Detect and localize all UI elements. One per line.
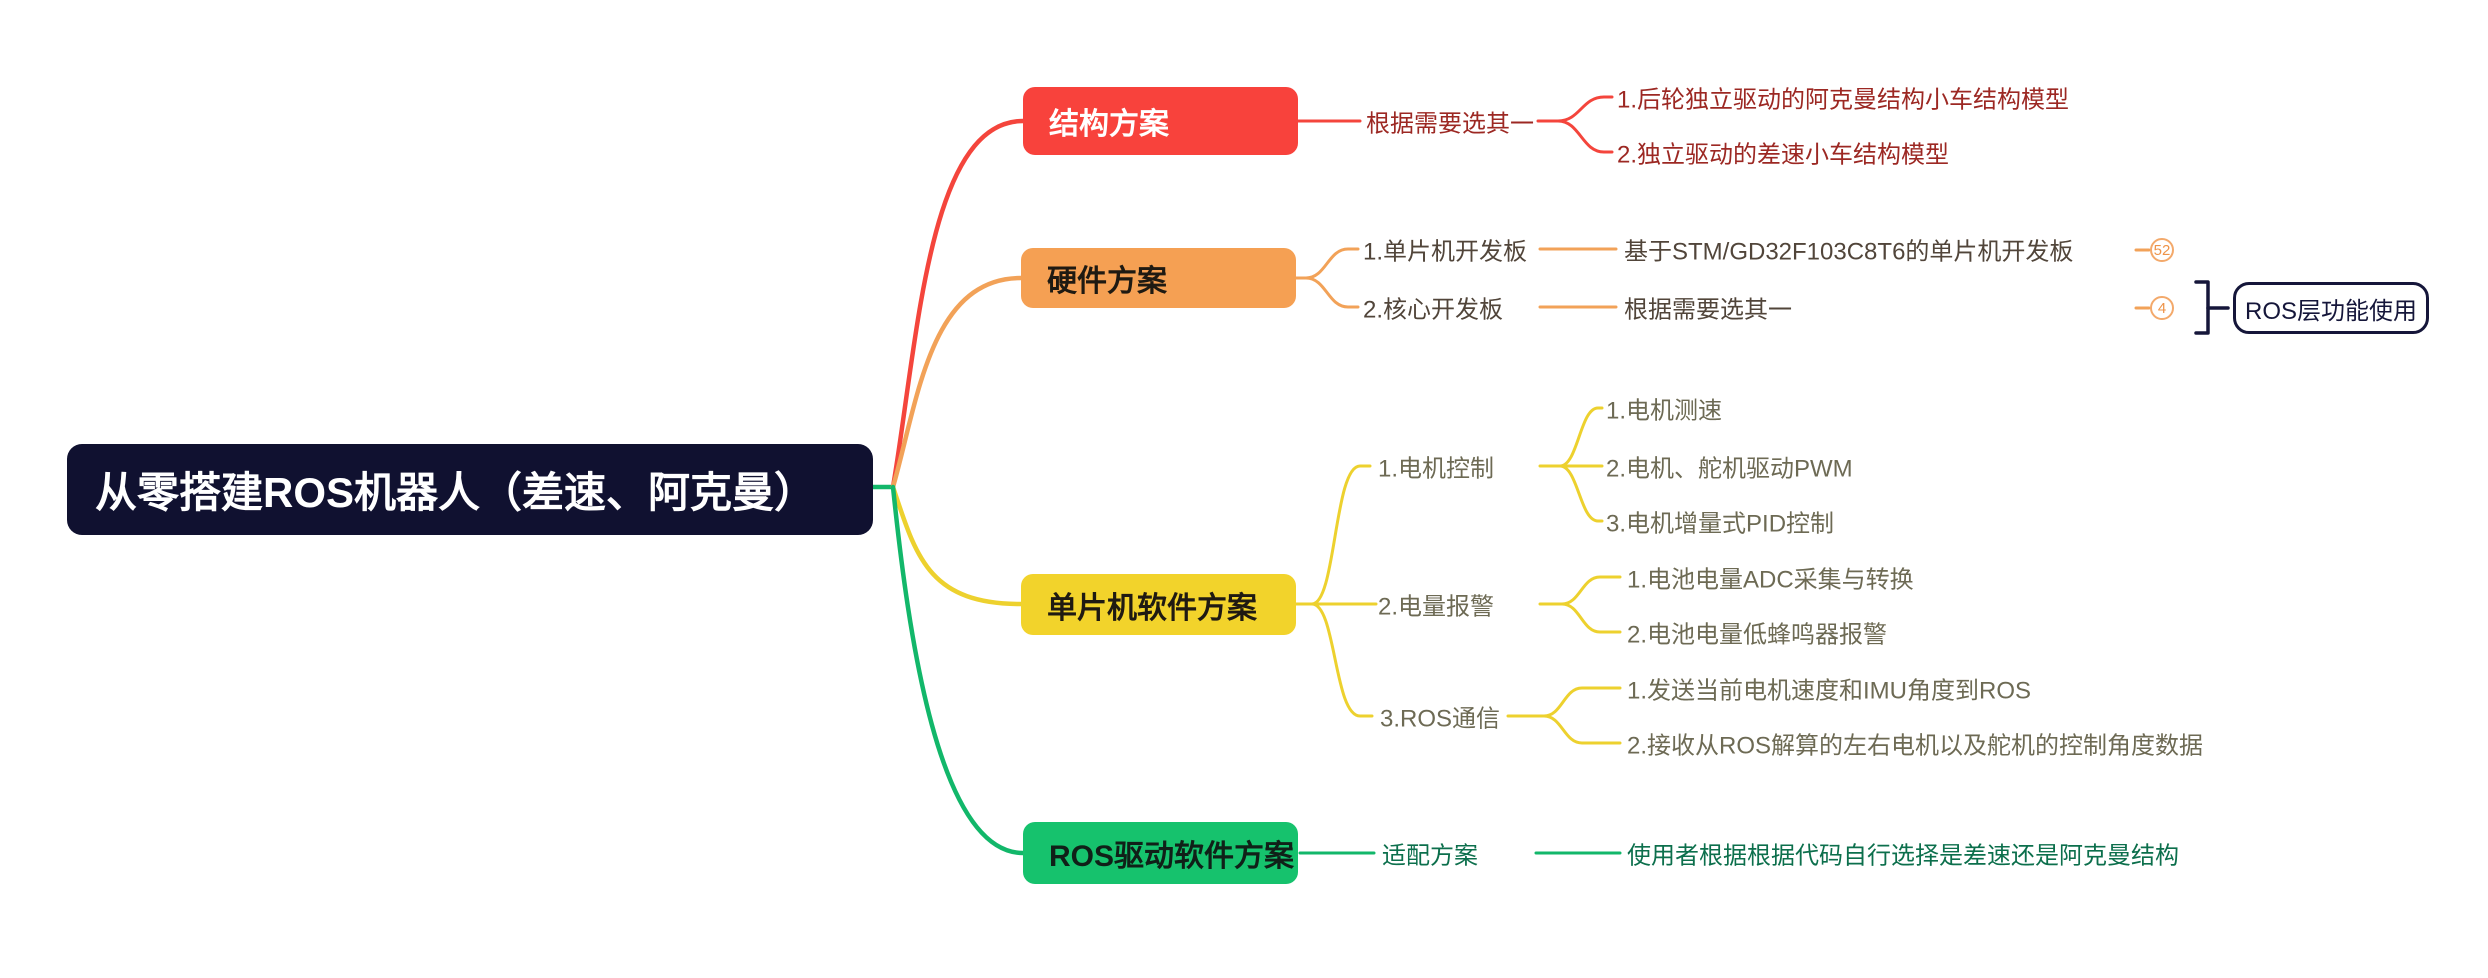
subtopic-adapt-plan[interactable]: 适配方案 [1382, 842, 1478, 870]
subtopic-battery-alarm[interactable]: 2.电量报警 [1378, 593, 1495, 621]
line [1542, 714, 1622, 745]
topic-hardware-plan[interactable]: 硬件方案 [1021, 248, 1296, 308]
count-badge-52[interactable]: 52 [2150, 238, 2174, 262]
line [1310, 602, 1374, 718]
subtopic-mcu-board[interactable]: 1.单片机开发板 [1363, 238, 1528, 266]
leaf-ackermann-model[interactable]: 1.后轮独立驱动的阿克曼结构小车结构模型 [1617, 86, 2070, 114]
leaf-core-choose-one[interactable]: 根据需要选其一 [1624, 296, 1792, 324]
subtopic-structure-choose-one[interactable]: 根据需要选其一 [1366, 110, 1534, 138]
leaf-send-speed-imu[interactable]: 1.发送当前电机速度和IMU角度到ROS [1627, 677, 2032, 705]
line [1542, 686, 1622, 718]
summary-bracket [2194, 280, 2210, 335]
line [1310, 464, 1372, 606]
line [1556, 119, 1614, 154]
root-topic[interactable]: 从零搭建ROS机器人（差速、阿克曼） [67, 444, 873, 535]
subtopic-core-board[interactable]: 2.核心开发板 [1363, 296, 1504, 324]
leaf-stm-gd32-board[interactable]: 基于STM/GD32F103C8T6的单片机开发板 [1624, 238, 2074, 266]
line [1560, 602, 1622, 634]
leaf-motor-speed-measure[interactable]: 1.电机测速 [1606, 397, 1723, 425]
line [1558, 406, 1604, 468]
branch-curve-structure [890, 118, 1026, 490]
line [1304, 276, 1360, 309]
leaf-battery-buzzer[interactable]: 2.电池电量低蜂鸣器报警 [1627, 621, 1888, 649]
branch-curve-mcu-software [890, 484, 1024, 607]
callout-ros-layer-usage[interactable]: ROS层功能使用 [2233, 282, 2429, 334]
leaf-incremental-pid[interactable]: 3.电机增量式PID控制 [1606, 510, 1835, 538]
leaf-user-choose-structure[interactable]: 使用者根据根据代码自行选择是差速还是阿克曼结构 [1627, 842, 2179, 870]
line [1560, 575, 1622, 606]
subtopic-motor-control[interactable]: 1.电机控制 [1378, 455, 1495, 483]
line [1304, 247, 1360, 280]
leaf-differential-model[interactable]: 2.独立驱动的差速小车结构模型 [1617, 141, 1950, 169]
line [1558, 464, 1604, 523]
leaf-receive-ros-control[interactable]: 2.接收从ROS解算的左右电机以及舵机的控制角度数据 [1627, 732, 2204, 760]
topic-structure-plan[interactable]: 结构方案 [1023, 87, 1298, 155]
leaf-motor-servo-pwm[interactable]: 2.电机、舵机驱动PWM [1606, 455, 1853, 483]
topic-mcu-software-plan[interactable]: 单片机软件方案 [1021, 574, 1296, 635]
branch-curve-hardware [890, 275, 1024, 490]
count-badge-4[interactable]: 4 [2150, 296, 2174, 320]
leaf-battery-adc[interactable]: 1.电池电量ADC采集与转换 [1627, 566, 1914, 594]
topic-ros-driver-plan[interactable]: ROS驱动软件方案 [1023, 822, 1298, 884]
subtopic-ros-communication[interactable]: 3.ROS通信 [1380, 705, 1501, 733]
branch-curve-ros-driver [890, 484, 1026, 856]
line [1556, 95, 1614, 123]
